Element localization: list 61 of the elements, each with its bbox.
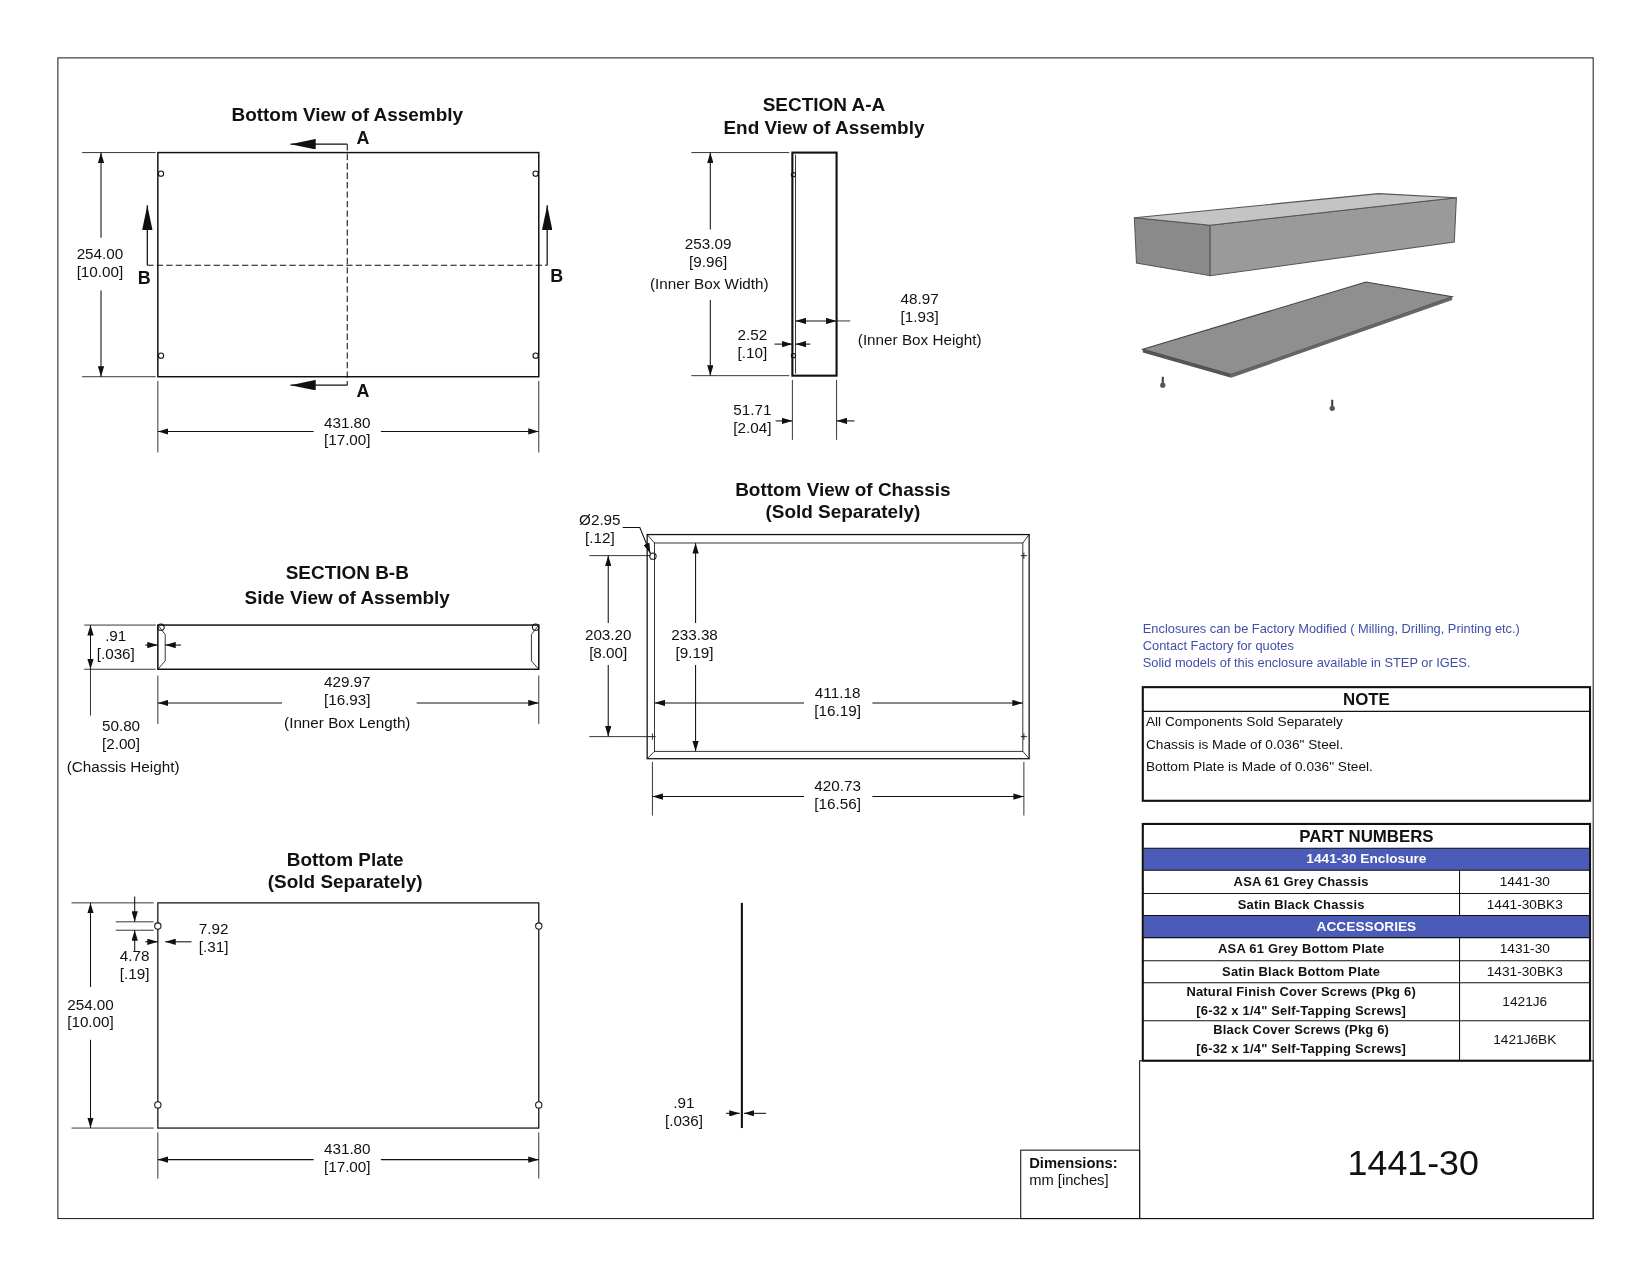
view-title: Bottom View of Assembly — [231, 103, 464, 126]
part-number: 1421J6BK — [1493, 1032, 1557, 1049]
dimension-text: 48.97 [1.93] — [900, 290, 939, 326]
dimension-text: 51.71 [2.04] — [733, 401, 772, 437]
dimension-text: 431.80 [17.00] — [323, 1140, 371, 1176]
dimension-note: (Chassis Height) — [66, 758, 180, 776]
dimension-text: 203.20 [8.00] — [584, 626, 632, 662]
note-text: Solid models of this enclosure available in STEP or IGES. — [1142, 655, 1471, 671]
note-text: All Components Sold Separately — [1145, 714, 1343, 730]
dimension-note: (Inner Box Length) — [284, 714, 411, 732]
section-label: B — [550, 266, 564, 288]
view-title: Bottom View of Chassis (Sold Separately) — [734, 479, 952, 523]
note-text: Contact Factory for quotes — [1142, 638, 1294, 654]
dimension-text: 233.38 [9.19] — [671, 626, 718, 662]
dimension-text: 50.80 [2.00] — [101, 716, 141, 753]
note-text: Bottom Plate is Made of 0.036" Steel. — [1145, 759, 1373, 775]
part-number: 1431-30 — [1499, 941, 1550, 958]
view-title: End View of Assembly — [723, 117, 925, 140]
part-description: ASA 61 Grey Bottom Plate — [1218, 941, 1385, 957]
table-title: PART NUMBERS — [1299, 826, 1434, 846]
dimension-text: 420.73 [16.56] — [814, 776, 861, 813]
part-number: 1441-30BK3 — [1486, 896, 1563, 913]
units-note: Dimensions: mm [inches] — [1029, 1154, 1118, 1189]
part-description: ASA 61 Grey Chassis — [1233, 874, 1369, 890]
note-text: Enclosures can be Factory Modified ( Milling, Drilling, Printing etc.) — [1142, 621, 1520, 637]
part-description: Black Cover Screws (Pkg 6) — [1213, 1022, 1390, 1038]
dimension-text: .91 [.036] — [664, 1094, 704, 1130]
dimension-text: 2.52 [.10] — [737, 326, 768, 362]
part-description: [6-32 x 1/4" Self-Tapping Screws] — [1196, 1003, 1407, 1019]
dimension-text: 254.00 [10.00] — [76, 245, 124, 281]
dimension-text: 429.97 [16.93] — [323, 673, 371, 709]
table-header-text: 1441-30 Enclosure — [1306, 851, 1427, 868]
table-title: NOTE — [1343, 689, 1390, 709]
view-title: SECTION B-B — [285, 562, 409, 585]
dimension-text: 4.78 [.19] — [119, 947, 150, 983]
part-description: [6-32 x 1/4" Self-Tapping Screws] — [1196, 1041, 1407, 1057]
dimension-note: (Inner Box Height) — [857, 331, 982, 349]
dimension-text: 7.92 [.31] — [198, 920, 229, 956]
section-label: A — [356, 381, 370, 402]
section-label: A — [356, 128, 370, 150]
part-description: Satin Black Chassis — [1237, 897, 1365, 912]
part-description: Satin Black Bottom Plate — [1222, 964, 1381, 980]
view-title: Side View of Assembly — [244, 586, 450, 609]
dimension-text: 431.80 [17.00] — [323, 413, 371, 449]
part-number: 1421J6 — [1502, 993, 1548, 1010]
dimension-note: (Inner Box Width) — [649, 275, 769, 293]
view-title: Bottom Plate (Sold Separately) — [266, 849, 424, 894]
leader-line — [622, 527, 651, 555]
part-description: Natural Finish Cover Screws (Pkg 6) — [1186, 984, 1416, 1000]
dimension-text: 411.18 [16.19] — [814, 684, 861, 720]
note-text: Chassis is Made of 0.036" Steel. — [1145, 737, 1344, 753]
part-number: 1431-30BK3 — [1486, 963, 1563, 980]
dimension-text: 253.09 [9.96] — [684, 235, 732, 271]
view-title: SECTION A-A — [762, 94, 886, 117]
part-number-title: 1441-30 — [1347, 1142, 1479, 1184]
dimension-text: 254.00 [10.00] — [67, 995, 114, 1031]
part-number: 1441-30 — [1499, 873, 1550, 890]
dimension-text: .91 [.036] — [96, 627, 135, 663]
table-header-text: ACCESSORIES — [1316, 918, 1417, 935]
section-label: B — [137, 268, 151, 290]
dimension-text: Ø2.95 [.12] — [579, 511, 621, 547]
